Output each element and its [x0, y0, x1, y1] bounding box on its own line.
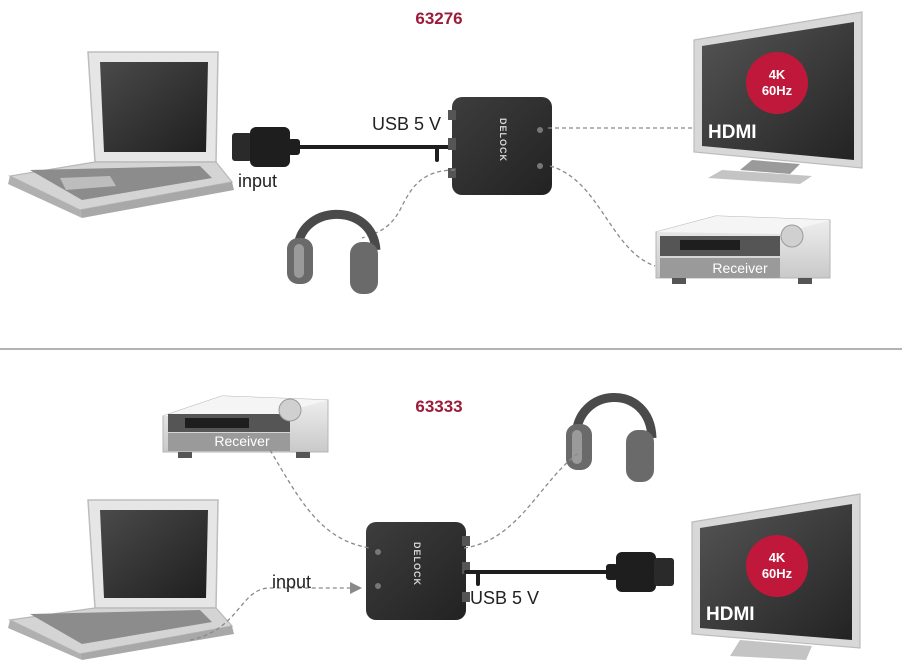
adapter-brand: DELOCK: [498, 118, 508, 162]
top-section: 63276 input USB 5 V D: [8, 9, 863, 294]
product-code: 63333: [415, 397, 462, 416]
receiver-line: [269, 449, 371, 549]
resolution-badge: [746, 535, 808, 597]
tv: 4K 60Hz HDMI: [691, 493, 861, 660]
receiver: Receiver: [655, 215, 831, 284]
input-arrow-icon: [350, 582, 362, 594]
adapter-box: DELOCK: [366, 522, 470, 620]
adapter-brand: DELOCK: [412, 542, 422, 586]
receiver: Receiver: [162, 395, 329, 458]
headphones-icon: [566, 393, 657, 482]
hdmi-plug: [606, 552, 674, 592]
laptop: [8, 51, 234, 218]
product-code: 63276: [415, 9, 462, 28]
tv-hdmi-label: HDMI: [708, 122, 757, 143]
usb-label: USB 5 V: [372, 114, 441, 134]
adapter-box: DELOCK: [448, 97, 552, 195]
input-line: [189, 587, 350, 641]
input-label: input: [272, 572, 311, 592]
receiver-label: Receiver: [712, 260, 768, 276]
usb-label: USB 5 V: [470, 588, 539, 608]
headphone-line: [361, 169, 456, 239]
badge-line1: 4K: [769, 67, 786, 82]
hdmi-plug: [232, 127, 300, 167]
tv-hdmi-label: HDMI: [706, 604, 755, 625]
resolution-badge: [746, 52, 808, 114]
input-label: input: [238, 171, 277, 191]
laptop: [7, 499, 234, 660]
badge-line2: 60Hz: [762, 566, 793, 581]
bottom-section: 63333 Receiver: [7, 393, 861, 660]
tv: 4K 60Hz HDMI: [693, 11, 863, 184]
badge-line1: 4K: [769, 550, 786, 565]
receiver-line: [549, 165, 656, 267]
headphones-icon: [287, 209, 381, 294]
receiver-label: Receiver: [214, 433, 270, 449]
badge-line2: 60Hz: [762, 83, 793, 98]
headphone-line: [463, 451, 581, 549]
